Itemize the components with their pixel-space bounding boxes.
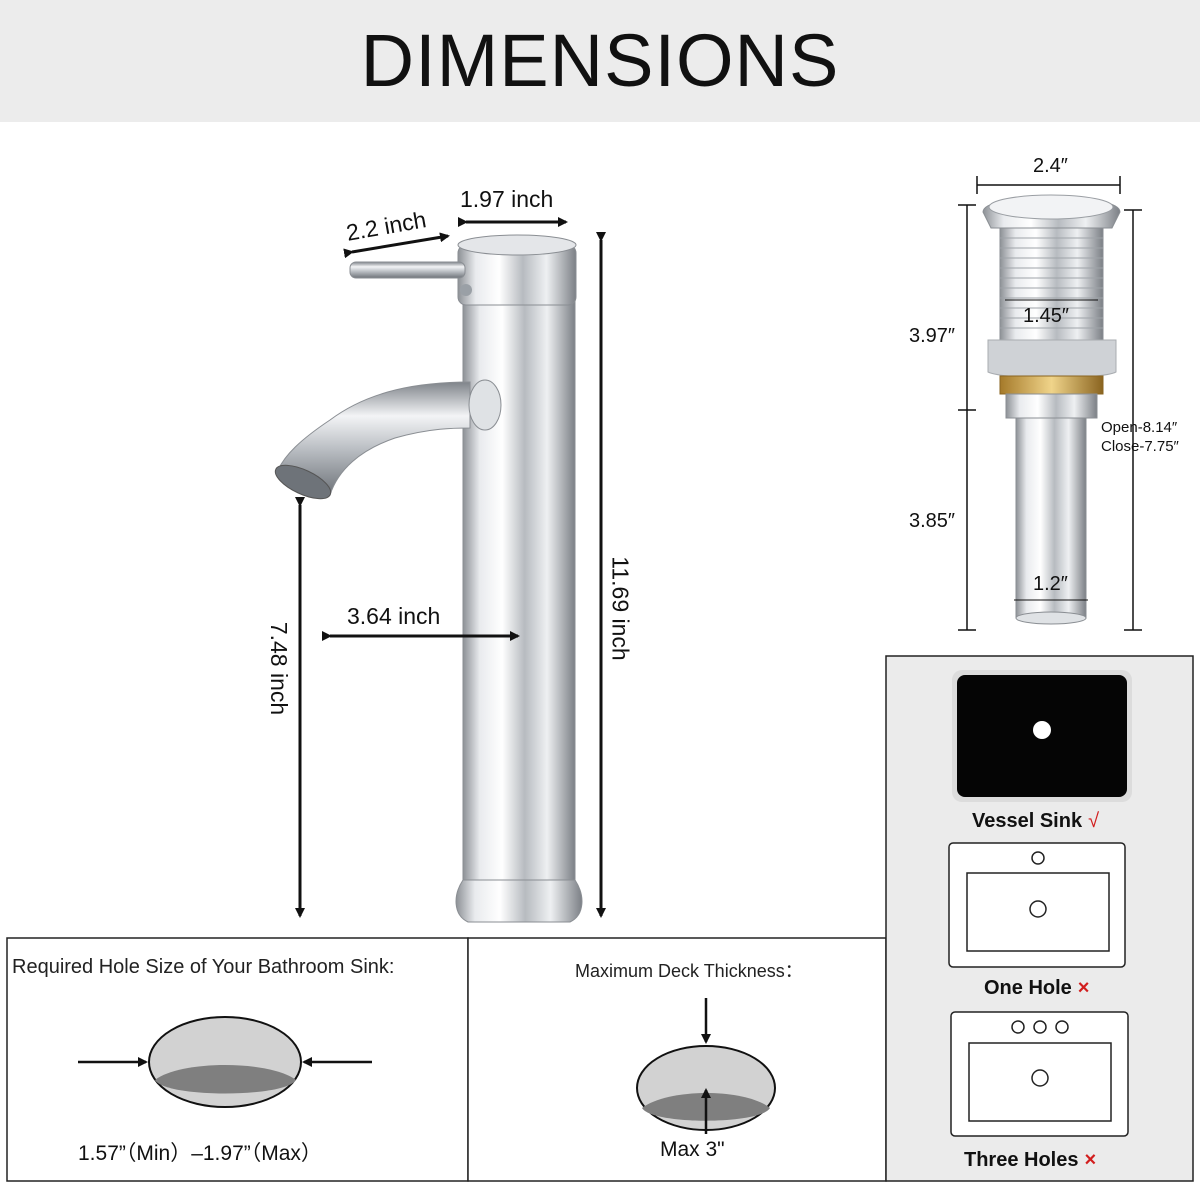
vessel-sink-label: Vessel Sink√ [972, 810, 1099, 833]
check-icon: √ [1088, 810, 1100, 832]
cross-icon: × [1077, 977, 1090, 999]
page-title: DIMENSIONS [360, 19, 840, 102]
three-holes-text: Three Holes [964, 1149, 1079, 1171]
cross-icon: × [1084, 1149, 1097, 1171]
vessel-sink-diagram [952, 670, 1132, 802]
drain-lower-height-label: 3.85″ [909, 510, 956, 532]
drain-top-diameter-label: 2.4″ [1033, 155, 1068, 177]
deck-thickness-illustration [636, 998, 776, 1134]
drain-image [982, 194, 1121, 625]
drain-thread-diameter-label: 1.45″ [1023, 305, 1070, 327]
deck-thickness-title: Maximum Deck Thickness： [575, 961, 803, 981]
one-hole-text: One Hole [984, 977, 1072, 999]
hole-size-range: 1.57”（Min）–1.97”（Max） [78, 1142, 322, 1165]
three-holes-label: Three Holes× [964, 1149, 1096, 1172]
hole-size-illustration [78, 1016, 372, 1108]
drain-dimension-lines [958, 176, 1142, 631]
hole-size-title: Required Hole Size of Your Bathroom Sink… [12, 956, 395, 978]
faucet-dimension-lines [295, 217, 606, 918]
vessel-sink-text: Vessel Sink [972, 810, 1083, 832]
drain-upper-height-label: 3.97″ [909, 325, 956, 347]
header-banner: DIMENSIONS [0, 0, 1200, 122]
deck-thickness-max: Max 3" [660, 1138, 725, 1161]
three-holes-sink-diagram [950, 1011, 1129, 1137]
total-height-label: 11.69 inch [607, 556, 634, 661]
spout-reach-label: 3.64 inch [347, 603, 441, 629]
drain-open-height-label: Open-8.14″ [1101, 419, 1178, 436]
faucet-image [274, 234, 583, 923]
spout-height-label: 7.48 inch [266, 621, 293, 716]
drain-close-height-label: Close-7.75″ [1101, 438, 1179, 455]
one-hole-sink-diagram [948, 842, 1126, 968]
drain-tail-diameter-label: 1.2″ [1033, 573, 1068, 595]
top-width-label: 1.97 inch [460, 186, 554, 212]
one-hole-label: One Hole× [984, 977, 1089, 1000]
